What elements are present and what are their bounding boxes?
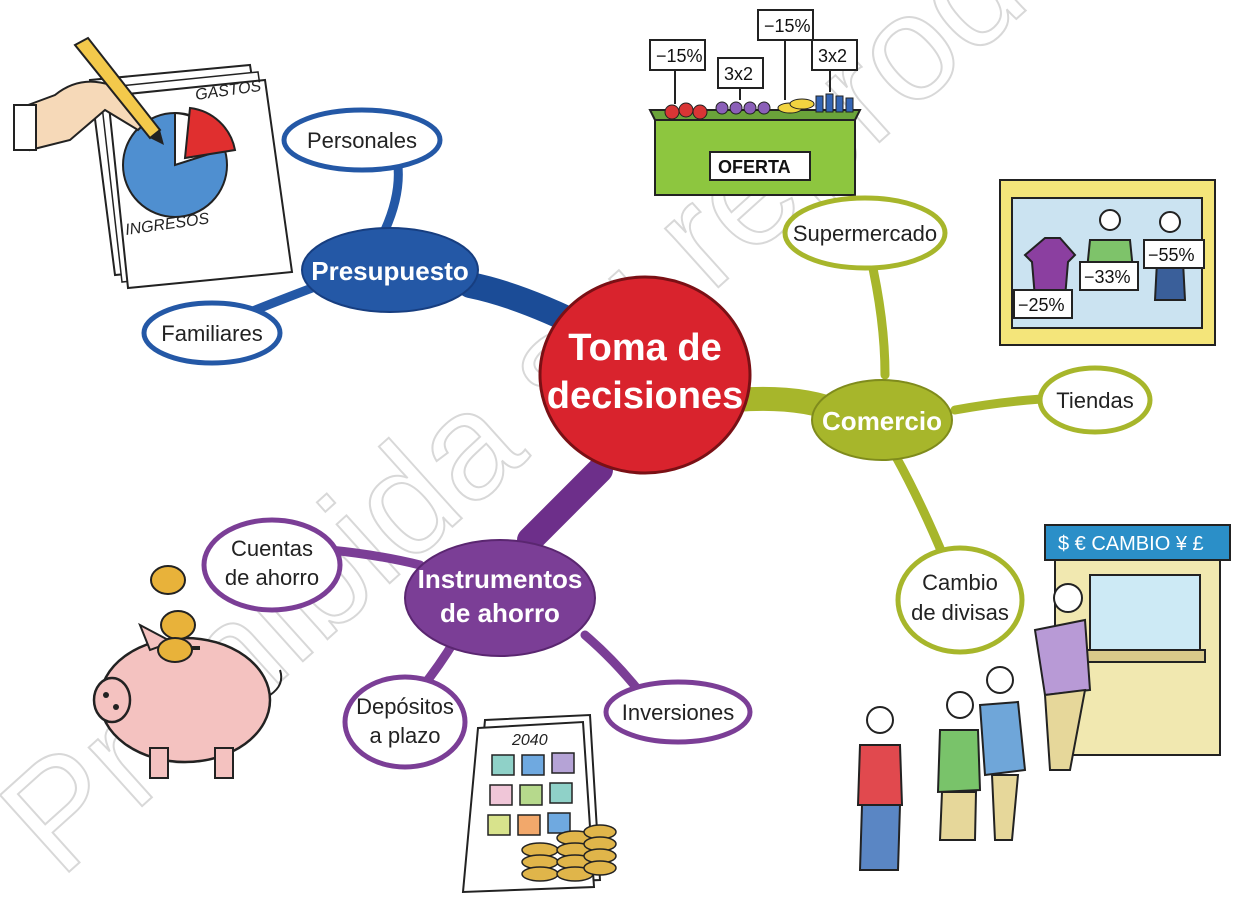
center-label-line1: Toma de: [568, 327, 721, 369]
stall-tag-4: 3x2: [818, 46, 847, 66]
comercio-label: Comercio: [822, 406, 942, 436]
tiendas-label: Tiendas: [1056, 388, 1133, 413]
market-stall-illustration: −15% 3x2 −15% 3x2 OFERTA: [648, 9, 862, 196]
cambio-label-line1: Cambio: [922, 570, 998, 595]
shop-window-illustration: −25% −33% −55%: [999, 179, 1216, 346]
budget-chart-illustration: GASTOS INGRESOS: [13, 36, 294, 290]
familiares-label: Familiares: [161, 321, 262, 346]
depositos-label-line1: Depósitos: [356, 694, 454, 719]
leaf-depositos-plazo: Depósitos a plazo: [342, 674, 468, 770]
oferta-sign: OFERTA: [718, 157, 791, 177]
leaf-supermercado: Supermercado: [782, 195, 948, 271]
supermercado-label: Supermercado: [793, 221, 937, 246]
presupuesto-node: Presupuesto: [301, 227, 479, 313]
presupuesto-label: Presupuesto: [311, 256, 469, 286]
personales-label: Personales: [307, 128, 417, 153]
calendar-illustration: 2040: [461, 713, 617, 894]
stall-tag-2: 3x2: [724, 64, 753, 84]
window-tag-3: −55%: [1148, 245, 1195, 265]
ahorro-label-line2: de ahorro: [440, 598, 560, 628]
window-tag-1: −25%: [1018, 295, 1065, 315]
leaf-cambio-divisas: Cambio de divisas: [895, 545, 1025, 655]
stall-tag-1: −15%: [656, 46, 703, 66]
center-label-line2: decisiones: [547, 375, 743, 417]
leaf-inversiones: Inversiones: [603, 679, 753, 745]
calendar-year: 2040: [511, 732, 548, 749]
cambio-sign: $ € CAMBIO ¥ £: [1058, 533, 1204, 555]
comercio-node: Comercio: [811, 379, 953, 461]
ahorro-node: Instrumentos de ahorro: [404, 539, 596, 657]
stall-tag-3: −15%: [764, 16, 811, 36]
window-tag-2: −33%: [1084, 267, 1131, 287]
center-node: Toma de decisiones: [538, 275, 752, 475]
leaf-familiares: Familiares: [141, 300, 283, 366]
depositos-label-line2: a plazo: [370, 723, 441, 748]
cambio-label-line2: de divisas: [911, 600, 1009, 625]
leaf-cuentas-ahorro: Cuentas de ahorro: [201, 517, 343, 613]
inversiones-label: Inversiones: [622, 700, 735, 725]
cuentas-label-line2: de ahorro: [225, 565, 319, 590]
exchange-booth-illustration: $ € CAMBIO ¥ £: [856, 524, 1231, 871]
leaf-personales: Personales: [281, 107, 443, 173]
piggy-bank-illustration: [92, 565, 283, 779]
leaf-tiendas: Tiendas: [1037, 365, 1153, 435]
ahorro-label-line1: Instrumentos: [418, 564, 583, 594]
cuentas-label-line1: Cuentas: [231, 536, 313, 561]
